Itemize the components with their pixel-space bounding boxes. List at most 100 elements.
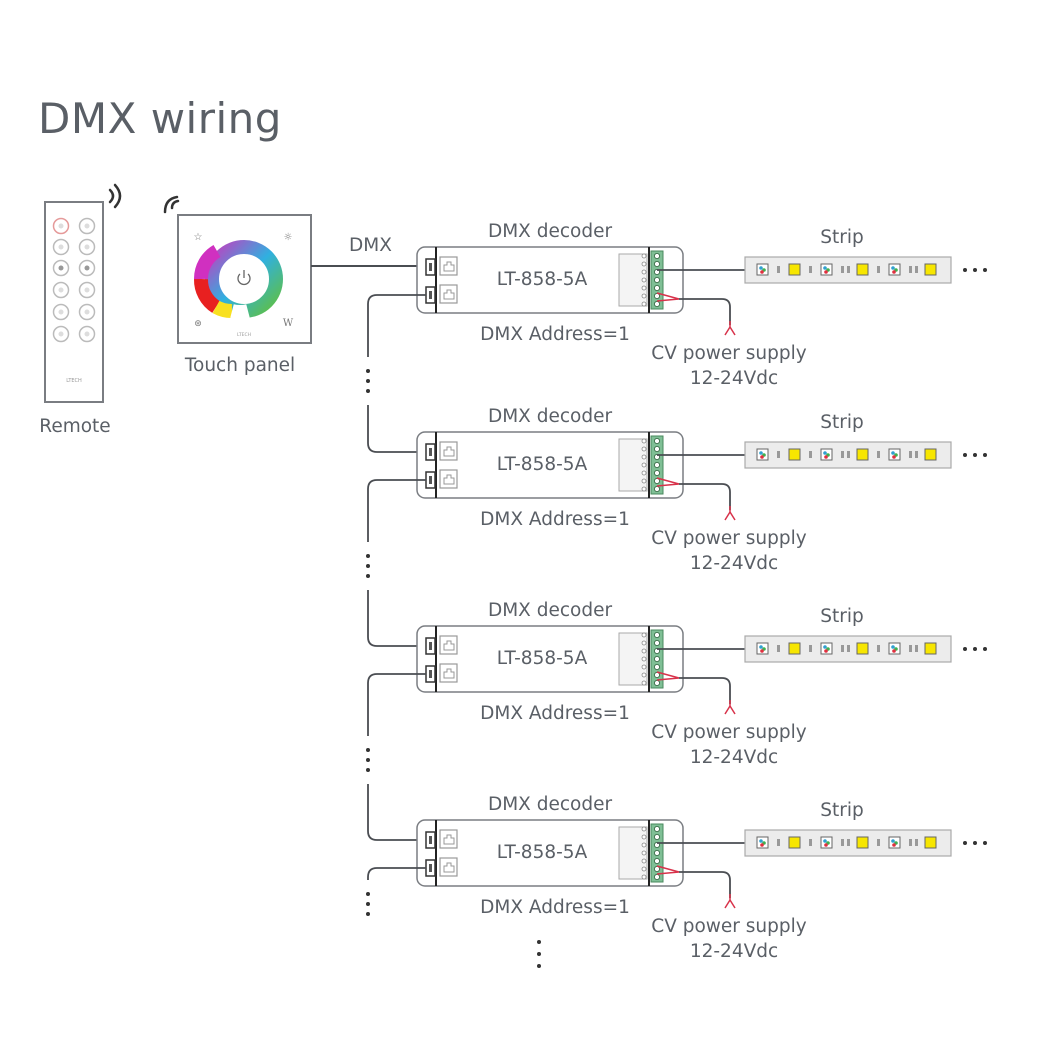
power-supply-label: CV power supply xyxy=(651,528,807,549)
strip-label: Strip xyxy=(820,412,864,433)
led-strip xyxy=(744,441,987,469)
continuation-dot xyxy=(366,369,370,373)
power-icon xyxy=(237,270,251,286)
touch-panel: ☆ ☼ ⊛ W LTECH xyxy=(177,214,312,344)
resistor xyxy=(841,451,844,458)
voltage-label: 12-24Vdc xyxy=(689,747,779,768)
terminal-screw xyxy=(653,873,661,881)
terminal-screw xyxy=(653,639,661,647)
power-supply-label: CV power supply xyxy=(651,722,807,743)
continuation-dot xyxy=(537,952,541,956)
white-led xyxy=(788,836,801,849)
continuation-dot xyxy=(537,940,541,944)
resistor xyxy=(915,645,918,652)
resistor xyxy=(809,451,812,458)
resistor xyxy=(915,839,918,846)
sun-icon: ☼ xyxy=(284,232,293,243)
decoder-title: DMX decoder xyxy=(487,221,613,242)
resistor xyxy=(877,266,880,273)
dmx-chain-cable xyxy=(366,294,426,453)
continuation-dot xyxy=(366,379,370,383)
terminal-screw xyxy=(653,276,661,284)
decoder-model: LT-858-5A xyxy=(496,454,588,475)
remote-button-glyph xyxy=(58,331,64,337)
resistor xyxy=(909,266,912,273)
remote-button-glyph xyxy=(84,265,90,271)
decoder-housing xyxy=(416,431,684,499)
continuation-dot xyxy=(366,912,370,916)
decoder-model: LT-858-5A xyxy=(496,648,588,669)
resistor xyxy=(847,839,850,846)
terminal-screw xyxy=(653,445,661,453)
resistor xyxy=(777,451,780,458)
terminal-screw xyxy=(653,833,661,841)
terminal-screw xyxy=(653,461,661,469)
remote-button-glyph xyxy=(58,223,64,229)
power-cable xyxy=(679,677,731,704)
remote-brand: LTECH xyxy=(66,378,82,384)
resistor xyxy=(777,266,780,273)
white-led xyxy=(788,263,801,276)
white-led xyxy=(856,642,869,655)
continuation-dot xyxy=(366,748,370,752)
decoder-address: DMX Address=1 xyxy=(480,324,630,345)
resistor xyxy=(915,451,918,458)
terminal-screw xyxy=(653,300,661,308)
terminal-screw xyxy=(653,284,661,292)
decoder-title: DMX decoder xyxy=(487,406,613,427)
power-supply-label: CV power supply xyxy=(651,916,807,937)
resistor xyxy=(841,645,844,652)
continuation-dot xyxy=(983,268,987,272)
resistor xyxy=(915,266,918,273)
resistor xyxy=(847,645,850,652)
decoder-housing xyxy=(416,246,684,314)
dmx-decoder xyxy=(416,625,745,715)
continuation-dot xyxy=(963,647,967,651)
continuation-dot xyxy=(537,964,541,968)
resistor xyxy=(877,451,880,458)
decoder-housing xyxy=(416,625,684,693)
continuation-dot xyxy=(366,892,370,896)
terminal-screw xyxy=(653,469,661,477)
continuation-dot xyxy=(366,902,370,906)
dmx-chain-cable xyxy=(366,479,426,647)
terminal-screw xyxy=(653,857,661,865)
dmx-chain-cable xyxy=(366,673,426,841)
resistor xyxy=(877,839,880,846)
voltage-label: 12-24Vdc xyxy=(689,368,779,389)
terminal-screw xyxy=(653,679,661,687)
speed-icon: ⊛ xyxy=(194,319,202,329)
wifi-signal-icon xyxy=(163,195,180,214)
dmx-decoder xyxy=(416,246,745,336)
remote-button-glyph xyxy=(84,244,90,250)
decoder-model: LT-858-5A xyxy=(496,269,588,290)
continuation-dot xyxy=(973,453,977,457)
terminal-screw xyxy=(653,655,661,663)
terminal-screw xyxy=(653,631,661,639)
power-supply-label: CV power supply xyxy=(651,343,807,364)
decoder-address: DMX Address=1 xyxy=(480,509,630,530)
resistor xyxy=(809,839,812,846)
white-led xyxy=(924,642,937,655)
resistor xyxy=(847,266,850,273)
power-cable xyxy=(679,298,731,325)
voltage-label: 12-24Vdc xyxy=(689,553,779,574)
resistor xyxy=(841,266,844,273)
decoder-housing xyxy=(416,819,684,887)
dmx-link-label: DMX xyxy=(349,235,392,256)
continuation-dot xyxy=(366,389,370,393)
white-led xyxy=(856,836,869,849)
white-led xyxy=(856,448,869,461)
resistor xyxy=(809,266,812,273)
decoder-title: DMX decoder xyxy=(487,794,613,815)
white-led xyxy=(788,642,801,655)
continuation-dot xyxy=(366,574,370,578)
dmx-chain-cable xyxy=(366,867,541,968)
decoder-model: LT-858-5A xyxy=(496,842,588,863)
led-strip xyxy=(744,256,987,284)
resistor xyxy=(777,839,780,846)
resistor xyxy=(841,839,844,846)
terminal-screw xyxy=(653,260,661,268)
remote-button-glyph xyxy=(58,309,64,315)
